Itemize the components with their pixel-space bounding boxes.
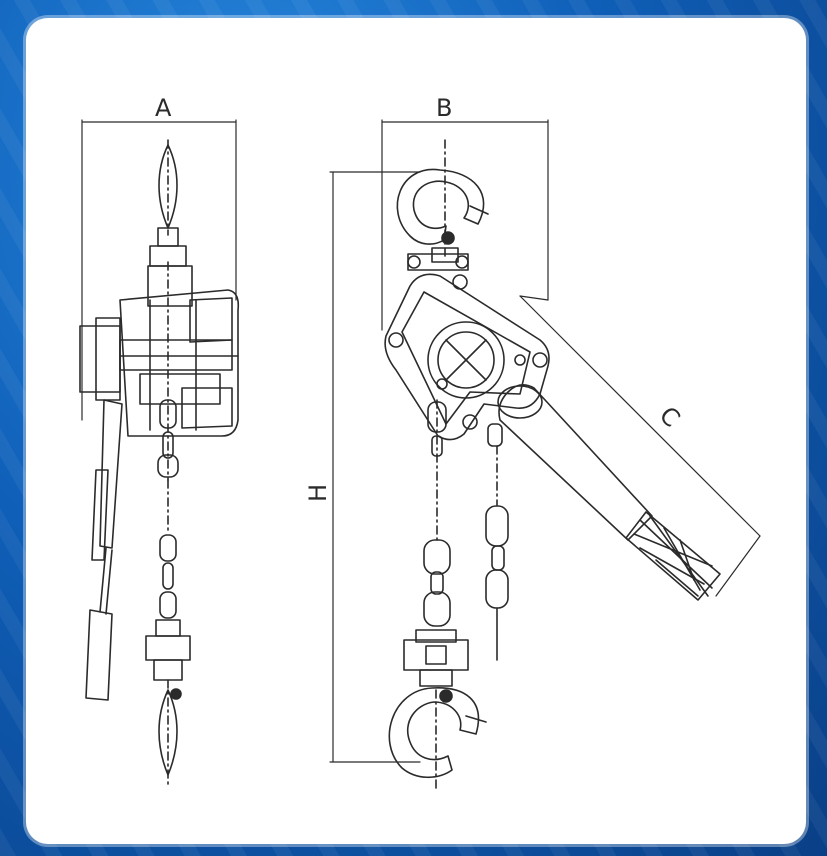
hoist-housing-front [384,273,550,441]
top-hook-side [149,139,187,267]
bottom-hook-front [388,629,487,791]
dimension-h: H [304,171,421,763]
bottom-hook-side [145,619,191,786]
load-chain-side [157,399,179,619]
dimension-label-a: A [155,94,172,122]
free-chain-front [485,423,509,661]
front-view: B H [304,94,761,791]
hoist-body-side [79,261,240,481]
top-hook-front [396,139,489,271]
dimension-b: B [381,94,549,331]
drawing-panel [26,18,806,844]
lever-arm-front [497,384,721,601]
lever-handle-side [85,399,123,701]
side-view: A [79,94,240,786]
dimension-label-h: H [304,484,332,502]
dimension-label-c: C [654,401,686,433]
dimension-a: A [81,94,237,421]
dimension-label-b: B [436,94,452,122]
load-chain-front [423,399,451,627]
